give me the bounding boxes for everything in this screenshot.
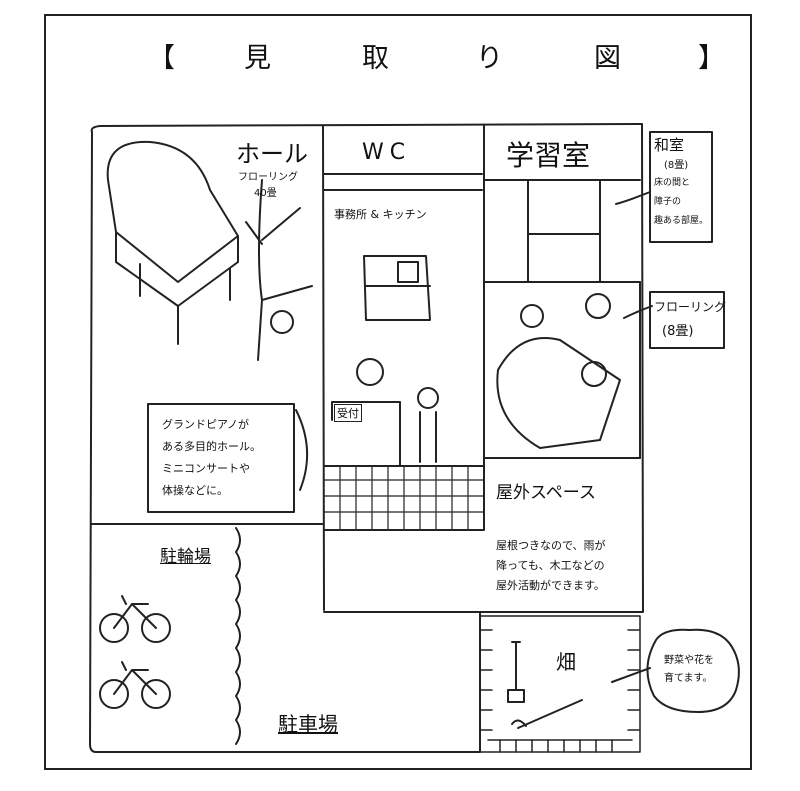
field-name: 畑 [556,650,576,674]
washitsu-note-line: 床の間と [654,178,691,188]
tiled-corridor [323,465,485,531]
title-char-1: 見 [244,43,271,74]
flooring-room-name: フローリング [654,300,727,314]
field-note-line: 野菜や花を [664,655,714,666]
car-parking-name: 駐車場 [278,712,338,736]
hall-note-box [147,403,295,513]
study-table [496,337,621,449]
washitsu-callout-line [615,191,651,205]
bicycle-1 [99,595,171,643]
study-name: 学習室 [506,139,591,172]
washitsu-note-box [649,131,713,243]
hall-note-line: ミニコンサートや [162,462,250,475]
hedge [235,527,241,745]
staff-figure [356,358,384,386]
stove-drawing [397,261,419,283]
washitsu-name: 和室 [654,136,685,154]
office-name: 事務所 & キッチン [334,208,427,221]
title-char-2: 取 [362,43,389,74]
hall-note: グランドピアノが ある多目的ホール。 ミニコンサートや 体操などに。 [162,414,261,502]
title-close-bracket: 】 [698,43,725,74]
field-callout-line [611,667,651,683]
title-char-4: 図 [594,43,621,74]
title-open-bracket: 【 [148,43,175,74]
field-note-cloud [646,628,740,713]
flooring-room-size: (8畳) [662,324,694,339]
washitsu-note-line: 趣ある部屋。 [654,216,709,226]
wall-corridor-bottom [323,457,485,531]
field-note-line: 育てます。 [664,673,713,684]
hall-floor: フローリング [238,172,298,183]
wc-name: WC [362,140,412,165]
hall-note-line: ある多目的ホール。 [162,440,261,453]
hall-note-line: グランドピアノが [162,418,250,431]
flooring-callout-line [623,305,653,319]
flooring-note-box [649,291,725,349]
outdoor-note-line: 屋根つきなので、雨が [496,539,606,552]
hoe-drawing [511,699,583,729]
shovel-drawing [507,641,525,703]
field-bricks [479,615,641,753]
wall-hall-right [322,125,325,611]
study-person-1 [520,304,544,328]
outdoor-note: 屋根つきなので、雨が 降っても、木工などの 屋外活動ができます。 [496,536,606,596]
hall-child-drawing [270,310,294,334]
hall-name: ホール [236,140,308,168]
washitsu-size: (8畳) [664,160,689,171]
hall-note-line: 体操などに。 [162,484,228,497]
page-title: 【 見 取 り 図 】 [44,36,752,76]
hall-note-bracket [295,409,309,491]
study-person-3 [581,361,607,387]
washitsu-note-line: 障子の [654,197,682,207]
outdoor-note-line: 降っても、木工などの [496,559,605,572]
drawing-frame [44,14,752,770]
bike-parking-name: 駐輪場 [160,547,211,567]
hall-size: 40畳 [254,188,277,199]
wall-wc [323,173,483,191]
outdoor-note-line: 屋外活動ができます。 [496,579,605,592]
study-person-2 [585,293,611,319]
grand-piano-drawing [106,140,239,345]
title-char-3: り [476,43,503,74]
washitsu-note: 床の間と 障子の 趣ある部屋。 [654,174,708,231]
field-note: 野菜や花を 育てます。 [664,652,714,688]
kitchen-sink-drawing [363,255,431,321]
child-figure [417,387,439,409]
reception-label: 受付 [334,404,362,422]
wall-flooring [483,281,641,459]
reception-counter [331,401,401,467]
study-grid [483,179,641,283]
tree-drawing [245,179,313,361]
bicycle-2 [99,661,171,709]
outdoor-name: 屋外スペース [496,483,596,503]
